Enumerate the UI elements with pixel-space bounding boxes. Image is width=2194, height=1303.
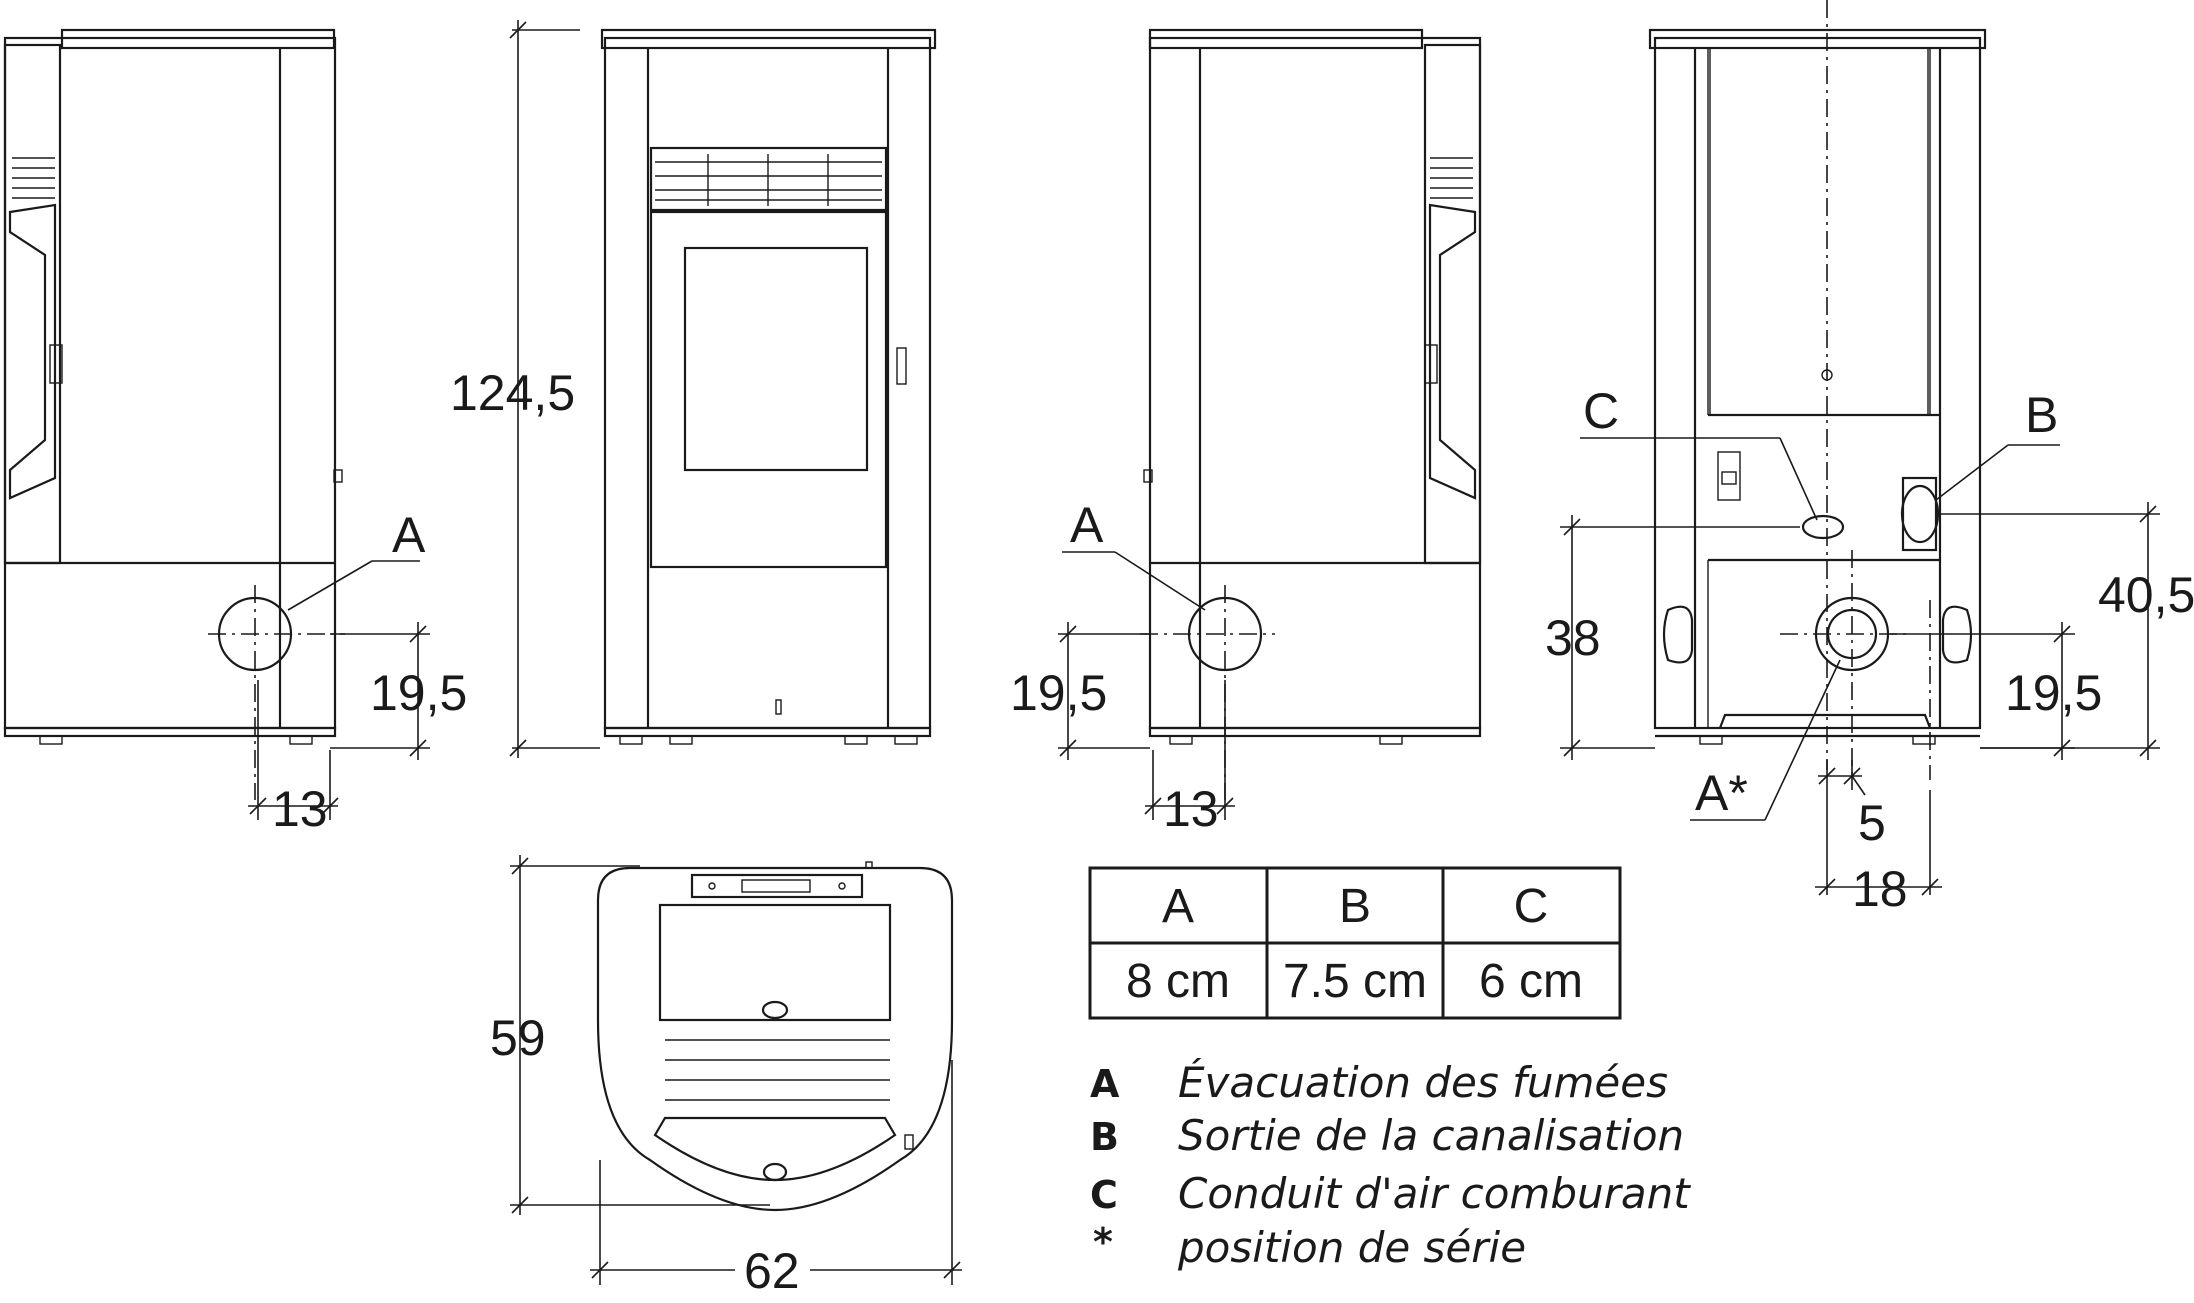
side-vent-grille	[12, 157, 55, 199]
top-vent-slots	[665, 1039, 890, 1101]
duct-outlet-rear	[1901, 476, 1938, 552]
legend-key-b: B	[1090, 1115, 1119, 1159]
duct-outlet-label-text: B	[2025, 387, 2058, 443]
flue-label-right: A	[1062, 497, 1206, 611]
door-glass	[683, 246, 869, 472]
dim-duct-outlet-height: 40,5	[1940, 502, 2194, 760]
legend-text-b: Sortie de la canalisation	[1178, 1111, 1684, 1160]
side-vent-grille-right	[1430, 157, 1473, 199]
top-view	[596, 861, 954, 1212]
legend: A Évacuation des fumées B Sortie de la c…	[1090, 1057, 1691, 1272]
dim-flue-height-rear-text: 19,5	[2005, 665, 2102, 721]
dim-air-inlet-height: 38	[1545, 515, 1800, 760]
table-header-b: B	[1339, 880, 1371, 933]
legend-text-c: Conduit d'air comburant	[1178, 1169, 1691, 1218]
flue-label-right-text: A	[1070, 497, 1104, 553]
right-side-view	[1140, 28, 1482, 800]
flue-label-left-text: A	[392, 507, 426, 563]
diameter-table: A B C 8 cm 7.5 cm 6 cm	[1088, 866, 1622, 1020]
legend-key-star: *	[1093, 1220, 1113, 1264]
dim-duct-outlet-height-text: 40,5	[2098, 567, 2194, 623]
legend-text-a: Évacuation des fumées	[1178, 1057, 1668, 1107]
dim-depth: 59	[490, 855, 770, 1215]
air-inlet-label: C	[1580, 383, 1818, 521]
flue-rear-label: A*	[1690, 659, 1841, 821]
front-view	[600, 28, 937, 745]
dim-flue-offset-rear: 18	[1815, 790, 1942, 917]
flue-label-left: A	[287, 507, 426, 611]
front-door	[649, 210, 888, 569]
rear-view	[1648, 0, 1987, 780]
dim-depth-text: 59	[490, 1010, 546, 1066]
dim-flue-height-left-text: 19,5	[370, 665, 467, 721]
dim-air-inlet-height-text: 38	[1545, 610, 1601, 666]
top-control-panel	[690, 873, 864, 899]
dim-flue-offset-rear-text: 18	[1852, 861, 1908, 917]
duct-outlet-label: B	[1935, 387, 2060, 501]
dim-flue-offset-rear-small: 5	[1818, 760, 1886, 851]
dim-flue-offset-left-text: 13	[272, 781, 328, 837]
legend-key-a: A	[1090, 1062, 1120, 1106]
dim-flue-height-left: 19,5	[330, 622, 467, 760]
table-value-a: 8 cm	[1126, 955, 1230, 1008]
dim-width-text: 62	[744, 1243, 800, 1299]
top-outline	[596, 866, 954, 1212]
table-header-c: C	[1514, 880, 1549, 933]
left-side-view	[3, 28, 345, 800]
table-header-a: A	[1162, 880, 1194, 933]
legend-key-c: C	[1090, 1173, 1118, 1217]
front-grille	[649, 146, 888, 212]
dim-flue-offset-rear-small-text: 5	[1858, 795, 1886, 851]
air-inlet-label-text: C	[1583, 383, 1619, 439]
dim-flue-offset-right-text: 13	[1163, 781, 1219, 837]
control-panel	[1717, 451, 1741, 501]
dim-flue-height-right-text: 19,5	[1010, 665, 1107, 721]
combustion-air-inlet	[1801, 514, 1845, 540]
legend-text-star: position de série	[1177, 1223, 1526, 1272]
dim-height-total: 124,5	[450, 20, 600, 758]
table-value-b: 7.5 cm	[1283, 955, 1427, 1008]
dim-flue-height-right: 19,5	[1010, 622, 1150, 760]
dim-flue-height-rear: 19,5	[1890, 622, 2102, 760]
dim-height-total-text: 124,5	[450, 365, 575, 421]
dim-flue-offset-right: 13	[1144, 680, 1235, 837]
table-value-c: 6 cm	[1479, 955, 1583, 1008]
dim-flue-offset-left: 13	[248, 680, 339, 837]
top-glass	[658, 903, 892, 1022]
flue-rear-label-text: A*	[1695, 765, 1748, 821]
dim-width: 62	[590, 1060, 962, 1299]
